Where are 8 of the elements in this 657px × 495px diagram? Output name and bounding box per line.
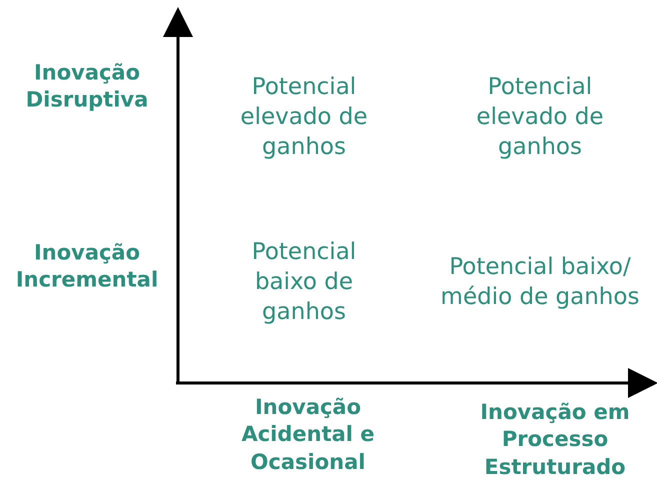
quadrant-text: Potencial elevado de ganhos [475,73,605,162]
quadrant-text: Potencial baixo de ganhos [250,238,358,327]
axis-label: Inovação Incremental [14,240,160,294]
axis-label: Inovação Disruptiva [24,60,150,114]
quadrant-text: Potencial baixo/ médio de ganhos [440,253,640,312]
quadrant-text: Potencial elevado de ganhos [239,73,369,162]
axis-label: Inovação em Processo Estruturado [479,399,631,481]
axis-label: Inovação Acidental e Ocasional [240,394,376,476]
